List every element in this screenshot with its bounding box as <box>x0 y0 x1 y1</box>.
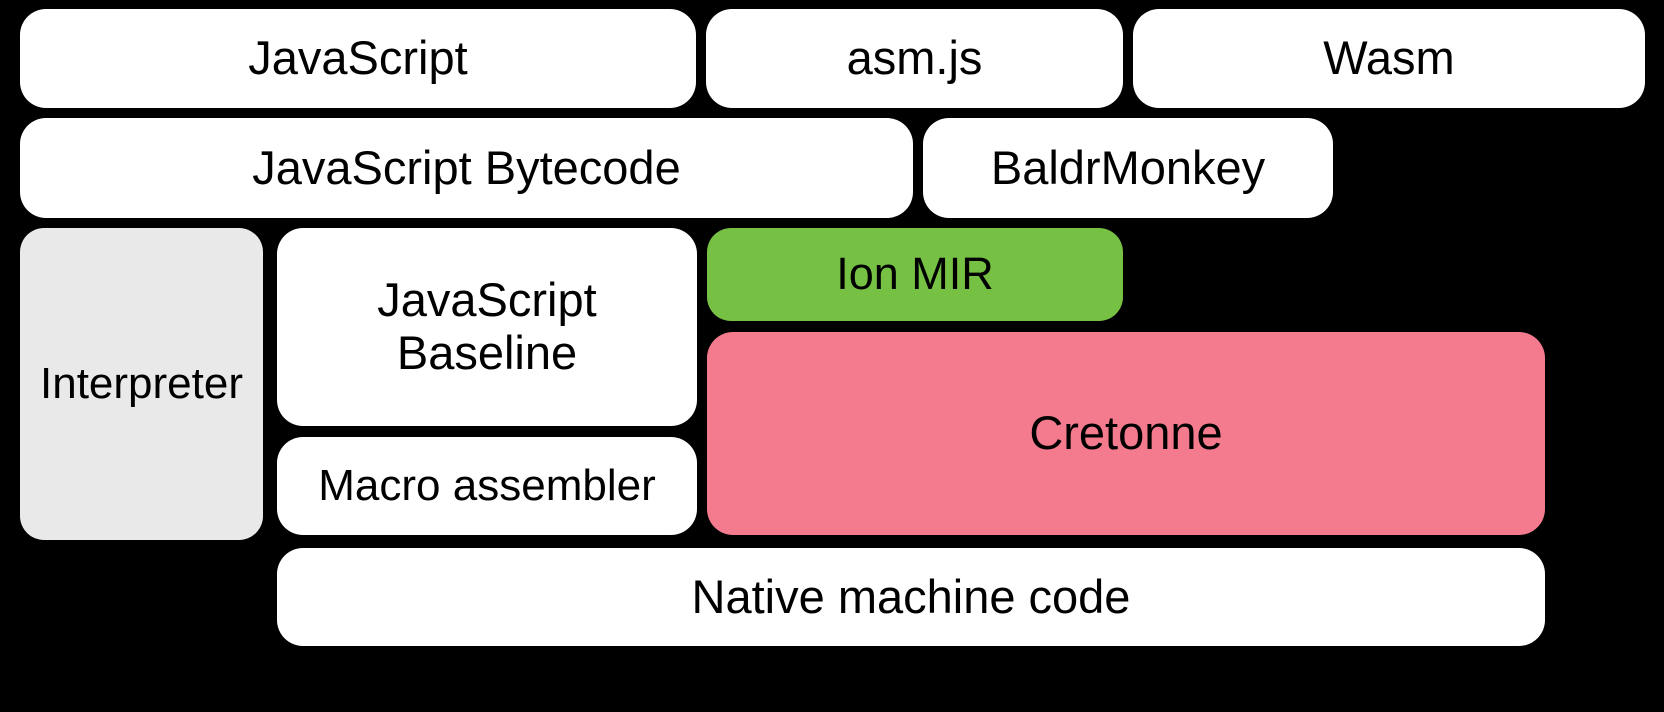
node-javascript-baseline-label: JavaScript Baseline <box>377 273 597 379</box>
node-javascript-label: JavaScript <box>248 31 468 85</box>
node-javascript-bytecode[interactable]: JavaScript Bytecode <box>20 118 913 218</box>
node-javascript-baseline[interactable]: JavaScript Baseline <box>277 228 697 426</box>
node-interpreter[interactable]: Interpreter <box>20 228 263 540</box>
node-javascript-bytecode-label: JavaScript Bytecode <box>252 140 681 194</box>
node-native-machine-code-label: Native machine code <box>691 569 1131 623</box>
node-native-machine-code[interactable]: Native machine code <box>277 548 1545 646</box>
node-wasm[interactable]: Wasm <box>1133 9 1645 108</box>
node-ion-mir-label: Ion MIR <box>836 248 994 300</box>
node-baldrmonkey-label: BaldrMonkey <box>990 140 1266 194</box>
node-interpreter-label: Interpreter <box>40 359 243 409</box>
node-macro-assembler-label: Macro assembler <box>318 461 656 511</box>
node-ion-mir[interactable]: Ion MIR <box>707 228 1123 321</box>
node-macro-assembler[interactable]: Macro assembler <box>277 437 697 535</box>
node-wasm-label: Wasm <box>1323 31 1455 85</box>
node-asmjs[interactable]: asm.js <box>706 9 1123 108</box>
node-cretonne-label: Cretonne <box>1029 406 1223 460</box>
node-baldrmonkey[interactable]: BaldrMonkey <box>923 118 1333 218</box>
node-cretonne[interactable]: Cretonne <box>707 332 1545 535</box>
node-javascript[interactable]: JavaScript <box>20 9 696 108</box>
node-asmjs-label: asm.js <box>846 31 983 85</box>
